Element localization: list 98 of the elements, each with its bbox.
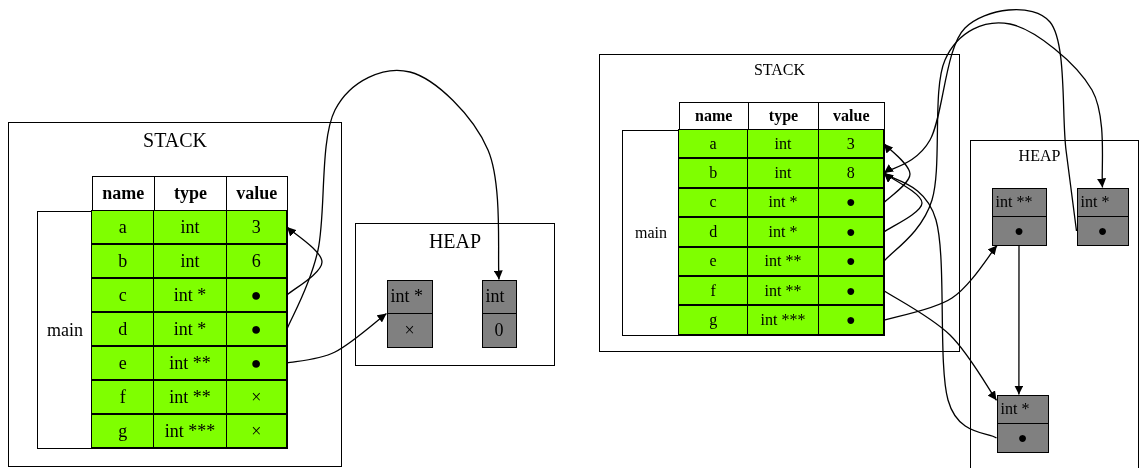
memory-region-box — [970, 140, 1139, 468]
value-cell-text: ● — [1016, 427, 1029, 448]
type-cell: int — [747, 130, 818, 158]
value-cell: ● — [817, 188, 883, 217]
type-cell: int * — [153, 279, 226, 311]
heap-object-box — [1076, 187, 1129, 246]
type-cell: int — [153, 245, 226, 277]
arrow — [883, 22, 1107, 262]
value-cell: ● — [817, 277, 883, 305]
type-cell: int ** — [153, 347, 226, 379]
variable-row — [678, 246, 884, 276]
variable-row — [91, 414, 287, 448]
type-cell: int * — [997, 395, 1048, 424]
value-cell: ● — [817, 218, 883, 246]
value-cell: ● — [225, 313, 286, 345]
name-cell-text: g — [117, 419, 129, 443]
value-cell: × — [225, 415, 286, 447]
name-cell-text: a — [708, 133, 718, 154]
name-cell-text: d — [117, 317, 129, 341]
type-cell: int *** — [153, 415, 226, 447]
value-cell: ● — [225, 279, 286, 311]
variable-row — [91, 312, 287, 346]
region-title: STACK — [752, 61, 807, 79]
table-header-row — [678, 101, 885, 131]
variable-row — [91, 346, 287, 380]
value-cell: 3 — [817, 130, 883, 158]
type-cell: int — [482, 280, 516, 314]
value-cell-text: ● — [1013, 220, 1025, 241]
value-cell: 6 — [225, 245, 286, 277]
column-header: name — [694, 106, 734, 126]
name-cell-text: d — [708, 221, 719, 242]
function-name: main — [46, 319, 84, 340]
function-frame — [621, 129, 885, 336]
type-cell: int * — [387, 280, 432, 314]
variable-row — [678, 129, 884, 159]
name-cell-text: g — [708, 310, 719, 331]
name-cell-text: c — [117, 283, 128, 307]
arrow — [883, 172, 998, 439]
arrow — [286, 312, 388, 364]
value-cell: 3 — [225, 211, 286, 243]
value-cell: 8 — [817, 159, 883, 187]
region-title: HEAP — [427, 230, 483, 253]
variable-row — [678, 158, 884, 188]
value-cell-text: 0 — [493, 318, 505, 342]
type-cell: int * — [153, 313, 226, 345]
arrow — [883, 244, 998, 321]
arrow — [286, 226, 323, 296]
name-cell-text: b — [708, 163, 719, 184]
value-cell: × — [225, 381, 286, 413]
name-cell-text: f — [709, 280, 717, 301]
type-cell: int ** — [747, 277, 818, 305]
type-cell: int ** — [992, 188, 1046, 217]
heap-object-box — [996, 394, 1049, 453]
table-header-row — [91, 175, 288, 212]
value-cell: ● — [817, 247, 883, 275]
variable-row — [91, 244, 287, 278]
arrow — [883, 172, 923, 233]
memory-region-box — [8, 122, 342, 467]
function-name: main — [634, 223, 668, 242]
variable-row — [91, 210, 287, 244]
value-cell: ● — [817, 306, 883, 334]
value-cell: ● — [225, 347, 286, 379]
value-cell-text: × — [403, 318, 416, 342]
heap-object-box — [481, 279, 517, 348]
heap-object-box — [386, 279, 433, 348]
variable-row — [678, 276, 884, 306]
name-cell-text: c — [708, 192, 718, 213]
column-header: name — [101, 182, 146, 205]
name-cell-text: e — [117, 351, 128, 375]
function-frame — [36, 210, 288, 449]
region-title: HEAP — [1017, 147, 1062, 165]
type-cell: int ** — [747, 247, 818, 275]
type-cell: int — [747, 159, 818, 187]
arrow — [286, 69, 504, 330]
value-cell-text: ● — [1096, 220, 1109, 241]
type-cell: int *** — [747, 306, 818, 334]
name-cell-text: f — [118, 385, 127, 409]
arrow — [883, 9, 1078, 232]
variable-row — [91, 380, 287, 414]
arrow — [883, 143, 911, 204]
region-title: STACK — [142, 129, 208, 152]
variable-row — [678, 305, 884, 335]
memory-region-box — [355, 223, 555, 366]
variable-row — [678, 187, 884, 218]
type-cell: int * — [747, 188, 818, 217]
type-cell: int * — [747, 218, 818, 246]
variable-row — [91, 278, 287, 312]
type-cell: int — [153, 211, 226, 243]
type-cell: int ** — [153, 381, 226, 413]
memory-region-box — [599, 54, 960, 352]
name-cell-text: e — [708, 251, 718, 272]
name-cell-text: b — [117, 249, 129, 273]
arrow — [1014, 244, 1024, 396]
variable-row — [678, 217, 884, 247]
type-cell: int * — [1077, 188, 1128, 217]
heap-object-box — [991, 187, 1047, 246]
name-cell-text: a — [117, 215, 128, 239]
arrow — [883, 290, 998, 401]
